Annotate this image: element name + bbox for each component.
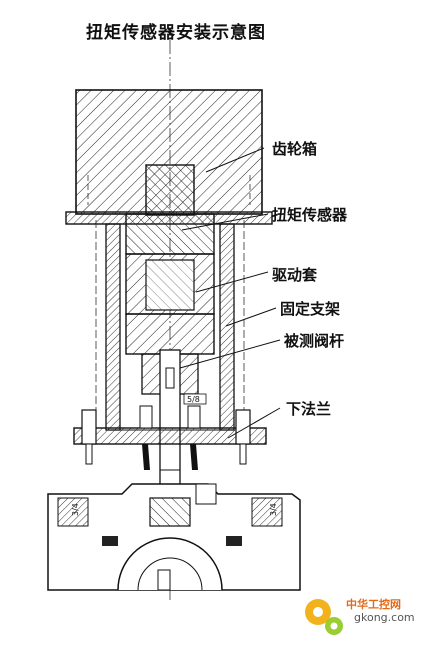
label-lower-flange: 下法兰 bbox=[286, 400, 332, 418]
leader-valve-stem bbox=[179, 339, 281, 369]
diagram-title: 扭矩传感器安装示意图 bbox=[86, 23, 266, 43]
leader-fixed-bracket bbox=[225, 307, 277, 327]
gear-logo-icon bbox=[305, 599, 343, 635]
leader-gearbox bbox=[205, 147, 265, 173]
right-bolt-dimension: 3/4 bbox=[269, 503, 278, 516]
label-fixed-bracket: 固定支架 bbox=[280, 300, 341, 318]
lower-flange bbox=[73, 405, 267, 470]
left-bolt-dimension: 3/4 bbox=[71, 503, 80, 516]
label-torque-sensor: 扭矩传感器 bbox=[272, 206, 348, 224]
label-drive-sleeve: 驱动套 bbox=[272, 266, 318, 284]
torque-sensor-body bbox=[125, 164, 215, 255]
label-valve-stem: 被测阀杆 bbox=[284, 332, 345, 350]
leader-torque-sensor bbox=[181, 213, 269, 231]
leader-drive-sleeve bbox=[195, 271, 269, 293]
leader-lower-flange bbox=[227, 407, 281, 439]
watermark-name: 中华工控网 bbox=[346, 598, 401, 611]
watermark-url: gkong.com bbox=[354, 611, 415, 624]
stem-dimension: 5/8 bbox=[187, 395, 200, 404]
label-gearbox: 齿轮箱 bbox=[272, 140, 318, 158]
valve-body bbox=[47, 483, 301, 591]
